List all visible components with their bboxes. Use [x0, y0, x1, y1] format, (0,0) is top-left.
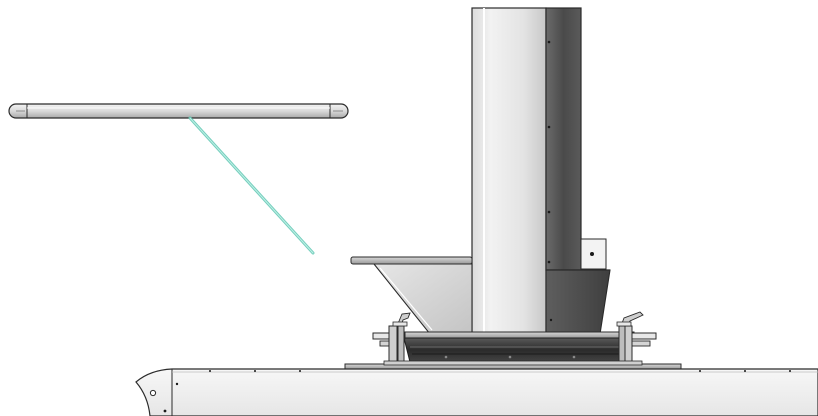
table-hole [149, 389, 157, 397]
machine-table [135, 368, 818, 416]
vertical-column [471, 7, 607, 335]
horizontal-bar [8, 103, 349, 119]
ring-bolts [444, 355, 576, 359]
bracket-bolt [590, 252, 594, 256]
hopper-chute [350, 256, 611, 335]
clamp-base-assembly [344, 311, 682, 370]
table-edge-screws [209, 370, 791, 372]
column-screws [547, 40, 551, 264]
toggle-clamp-right [616, 311, 644, 327]
toggle-clamp-left [392, 312, 411, 327]
laser-beam [188, 116, 315, 255]
